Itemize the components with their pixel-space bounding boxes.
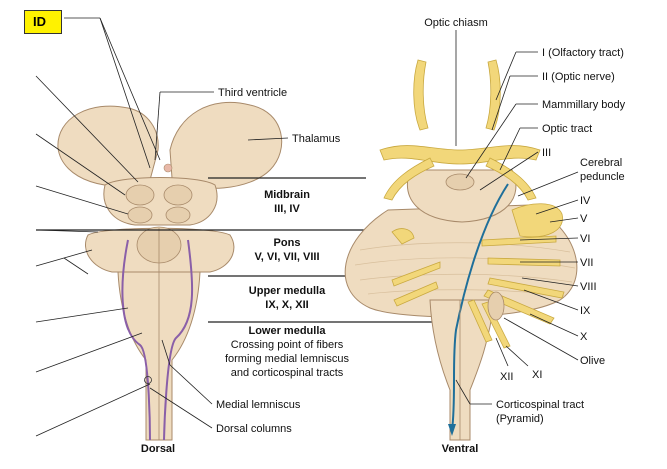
olfactory-right — [485, 59, 501, 131]
left-thalamus — [57, 105, 159, 187]
pineal-dot — [163, 163, 173, 173]
level-lines — [36, 177, 460, 323]
corticospinal-label-2: (Pyramid) — [496, 413, 544, 425]
ventral-right-leaders — [455, 30, 579, 405]
cn-vii-label: VII — [580, 257, 593, 269]
ventral-midbrain — [406, 169, 517, 223]
midbrain-nerves: III, IV — [274, 203, 300, 215]
olfactory-left — [413, 59, 429, 131]
medial-lemniscus-label: Medial lemniscus — [216, 399, 301, 411]
optic-chiasm-label: Optic chiasm — [424, 17, 488, 29]
midbrain-title: Midbrain — [264, 189, 310, 201]
id-badge-text: ID — [33, 14, 46, 29]
cn-iv-label: IV — [580, 195, 591, 207]
medial-lemniscus-left — [121, 239, 151, 441]
corticospinal-label-1: Corticospinal tract — [496, 399, 584, 411]
dorsal-brainstem — [57, 101, 283, 441]
pons-label: Pons V, VI, VII, VIII — [254, 237, 319, 263]
optic-nerve-label: II (Optic nerve) — [542, 71, 615, 83]
optic-tract-left — [383, 157, 435, 201]
olfactory-label: I (Olfactory tract) — [542, 47, 624, 59]
midbrain-label: Midbrain III, IV — [264, 189, 310, 215]
trigeminal — [511, 203, 563, 238]
pons-nerves: V, VI, VII, VIII — [254, 251, 319, 263]
left-nerves — [391, 261, 441, 307]
corticospinal-arrowhead — [448, 424, 456, 436]
olive-label: Olive — [580, 355, 605, 367]
cn-xii-label: XII — [500, 371, 513, 383]
medial-lemniscus-right — [163, 239, 194, 441]
optic-tract-right — [485, 157, 537, 201]
third-ventricle-label: Third ventricle — [218, 87, 287, 99]
optic-chiasm — [379, 145, 541, 165]
lower-medulla-line2: forming medial lemniscus — [225, 353, 350, 365]
pons-title: Pons — [274, 237, 301, 249]
ventral-title: Ventral — [442, 443, 479, 455]
cn-viii-label: VIII — [580, 281, 597, 293]
thalamus-label: Thalamus — [292, 133, 341, 145]
dorsal-right-leaders — [149, 91, 289, 429]
optic-tract-label: Optic tract — [542, 123, 592, 135]
upper-medulla-nerves: IX, X, XII — [265, 299, 308, 311]
upper-medulla-title: Upper medulla — [249, 285, 326, 297]
ventral-medulla — [429, 299, 495, 441]
olive — [487, 291, 505, 321]
lower-medulla-title: Lower medulla — [248, 325, 326, 337]
cerebral-peduncle-label-1: Cerebral — [580, 157, 622, 169]
right-thalamus — [169, 101, 283, 189]
lower-medulla-line3: and corticospinal tracts — [231, 367, 344, 379]
cn-v-label: V — [580, 213, 588, 225]
trigeminal-left — [391, 228, 415, 245]
cn-iii-label: III — [542, 147, 551, 159]
lower-medulla-line1: Crossing point of fibers — [231, 339, 344, 351]
cn-xi-label: XI — [532, 369, 542, 381]
dorsal-title: Dorsal — [141, 443, 175, 455]
cerebral-peduncle-label-2: peduncle — [580, 171, 625, 183]
cn9 — [487, 277, 565, 299]
corticospinal-tract — [451, 183, 509, 431]
dorsal-left-leaders — [35, 17, 161, 437]
mammillary-label: Mammillary body — [542, 99, 626, 111]
id-badge: ID — [24, 10, 62, 34]
mammillary-bodies — [445, 173, 475, 191]
cn-ix-label: IX — [580, 305, 591, 317]
cn-vi-label: VI — [580, 233, 590, 245]
dorsal-column-nucleus — [144, 376, 152, 384]
cn12 — [467, 299, 493, 343]
cn-x-label: X — [580, 331, 588, 343]
dorsal-columns-label: Dorsal columns — [216, 423, 292, 435]
upper-medulla-label: Upper medulla IX, X, XII — [249, 285, 326, 311]
dorsal-midbrain — [103, 177, 218, 226]
cn6 — [481, 235, 557, 247]
lower-medulla-label: Lower medulla Crossing point of fibers f… — [225, 325, 350, 379]
